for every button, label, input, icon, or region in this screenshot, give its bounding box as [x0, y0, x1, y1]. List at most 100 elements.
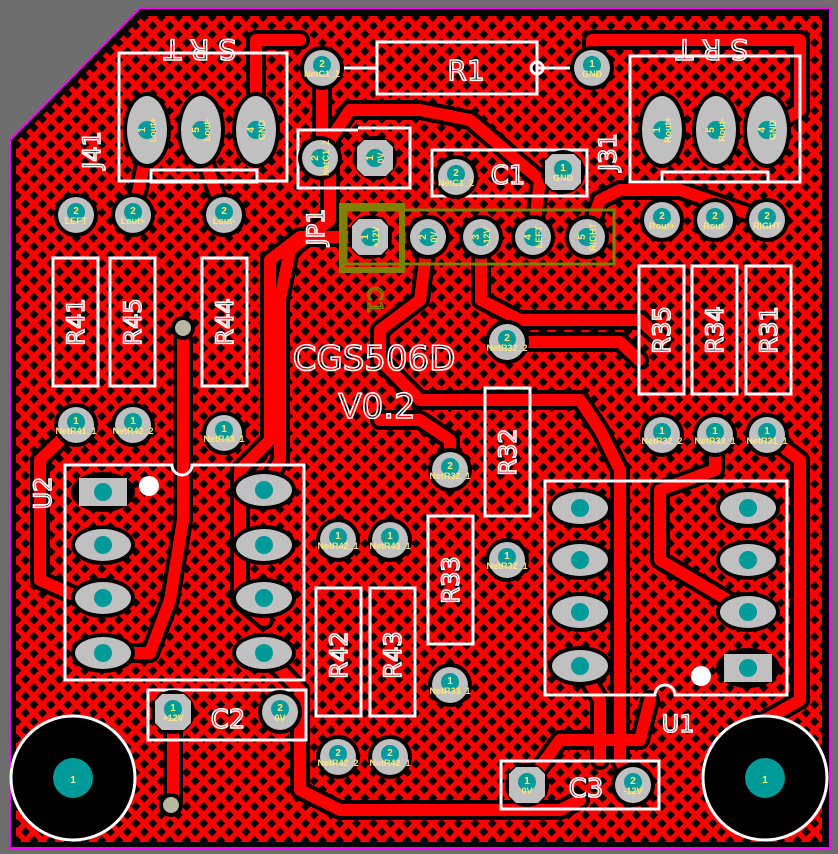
ic-pad[interactable] — [548, 592, 612, 632]
pad-mounting-1[interactable]: 1 — [53, 758, 93, 798]
pad-number: 5 — [706, 127, 717, 133]
pad-number: 1 — [137, 127, 148, 133]
ic-pad[interactable] — [716, 648, 780, 688]
pad-net-label: 0V — [429, 231, 439, 242]
pad-number: 1 — [221, 424, 227, 435]
pad-mounting-1[interactable]: 1 — [745, 758, 785, 798]
label-r34: R34 — [701, 306, 729, 353]
r34-outline — [690, 264, 739, 396]
ic-pad[interactable] — [71, 578, 135, 618]
pad-number: 3 — [471, 234, 482, 240]
pad--12v-2[interactable]: 2-12V — [611, 763, 655, 807]
pad-number: 1 — [335, 531, 341, 542]
r35-outline — [637, 264, 686, 396]
label-r1: R1 — [447, 54, 484, 87]
u1-outline — [543, 479, 789, 697]
pad--12v-1[interactable]: 1+12V — [348, 215, 392, 259]
pad-number: 1 — [365, 155, 376, 161]
pad--12v-3[interactable]: 3-12V — [459, 215, 503, 259]
r32-outline — [483, 386, 532, 518]
ic-pad[interactable] — [548, 488, 612, 528]
pad-0v-1[interactable]: 10V — [505, 763, 549, 807]
ic-pad[interactable] — [548, 540, 612, 580]
via[interactable] — [171, 316, 195, 340]
label-u2: U2 — [29, 477, 57, 510]
pad-net-label: GND — [257, 120, 267, 141]
pad-net-label: -12V — [482, 227, 492, 246]
ic-pad[interactable] — [71, 525, 135, 565]
ic-pad[interactable] — [232, 633, 296, 673]
r44-outline — [200, 256, 249, 388]
ic-pad[interactable] — [71, 633, 135, 673]
pad-number: 2 — [277, 703, 283, 714]
ic-pad[interactable] — [232, 578, 296, 618]
pad-net-label: NetR42_2 — [317, 758, 358, 768]
pad--12v-1[interactable]: 1+12V — [151, 690, 195, 734]
trace — [654, 429, 754, 618]
ic-pad[interactable] — [716, 540, 780, 580]
pad-0v-2[interactable]: 20V — [258, 690, 302, 734]
pad-net-label: NetR32_1 — [486, 561, 527, 571]
pad-number: 2 — [764, 211, 770, 222]
pad-number: 2 — [453, 168, 459, 179]
pad-net-label: 0V — [376, 152, 386, 163]
via[interactable] — [159, 793, 183, 817]
ic-pad[interactable] — [232, 470, 296, 510]
olive-label: C1 — [363, 287, 387, 314]
ic-pad[interactable] — [548, 646, 612, 686]
pad-net-label: 0V — [274, 713, 285, 723]
pad-number: 2 — [712, 211, 718, 222]
pad-net-label: NetR43_1 — [203, 434, 244, 444]
silkscreen — [51, 40, 802, 811]
pad-number: 2 — [504, 333, 510, 344]
label-u1: U1 — [662, 710, 695, 738]
pad-number: 2 — [387, 748, 393, 759]
pad-number: 1 — [524, 776, 530, 787]
ic-pad[interactable] — [71, 472, 135, 512]
ic-pad[interactable] — [716, 592, 780, 632]
label-r31: R31 — [755, 306, 783, 353]
pad-net-label: NetR32_2 — [486, 343, 527, 353]
ic-pad[interactable] — [716, 488, 780, 528]
ic-pad[interactable] — [232, 525, 296, 565]
pad-net-label: NetR33_1 — [429, 686, 470, 696]
label-r42: R42 — [325, 631, 353, 678]
